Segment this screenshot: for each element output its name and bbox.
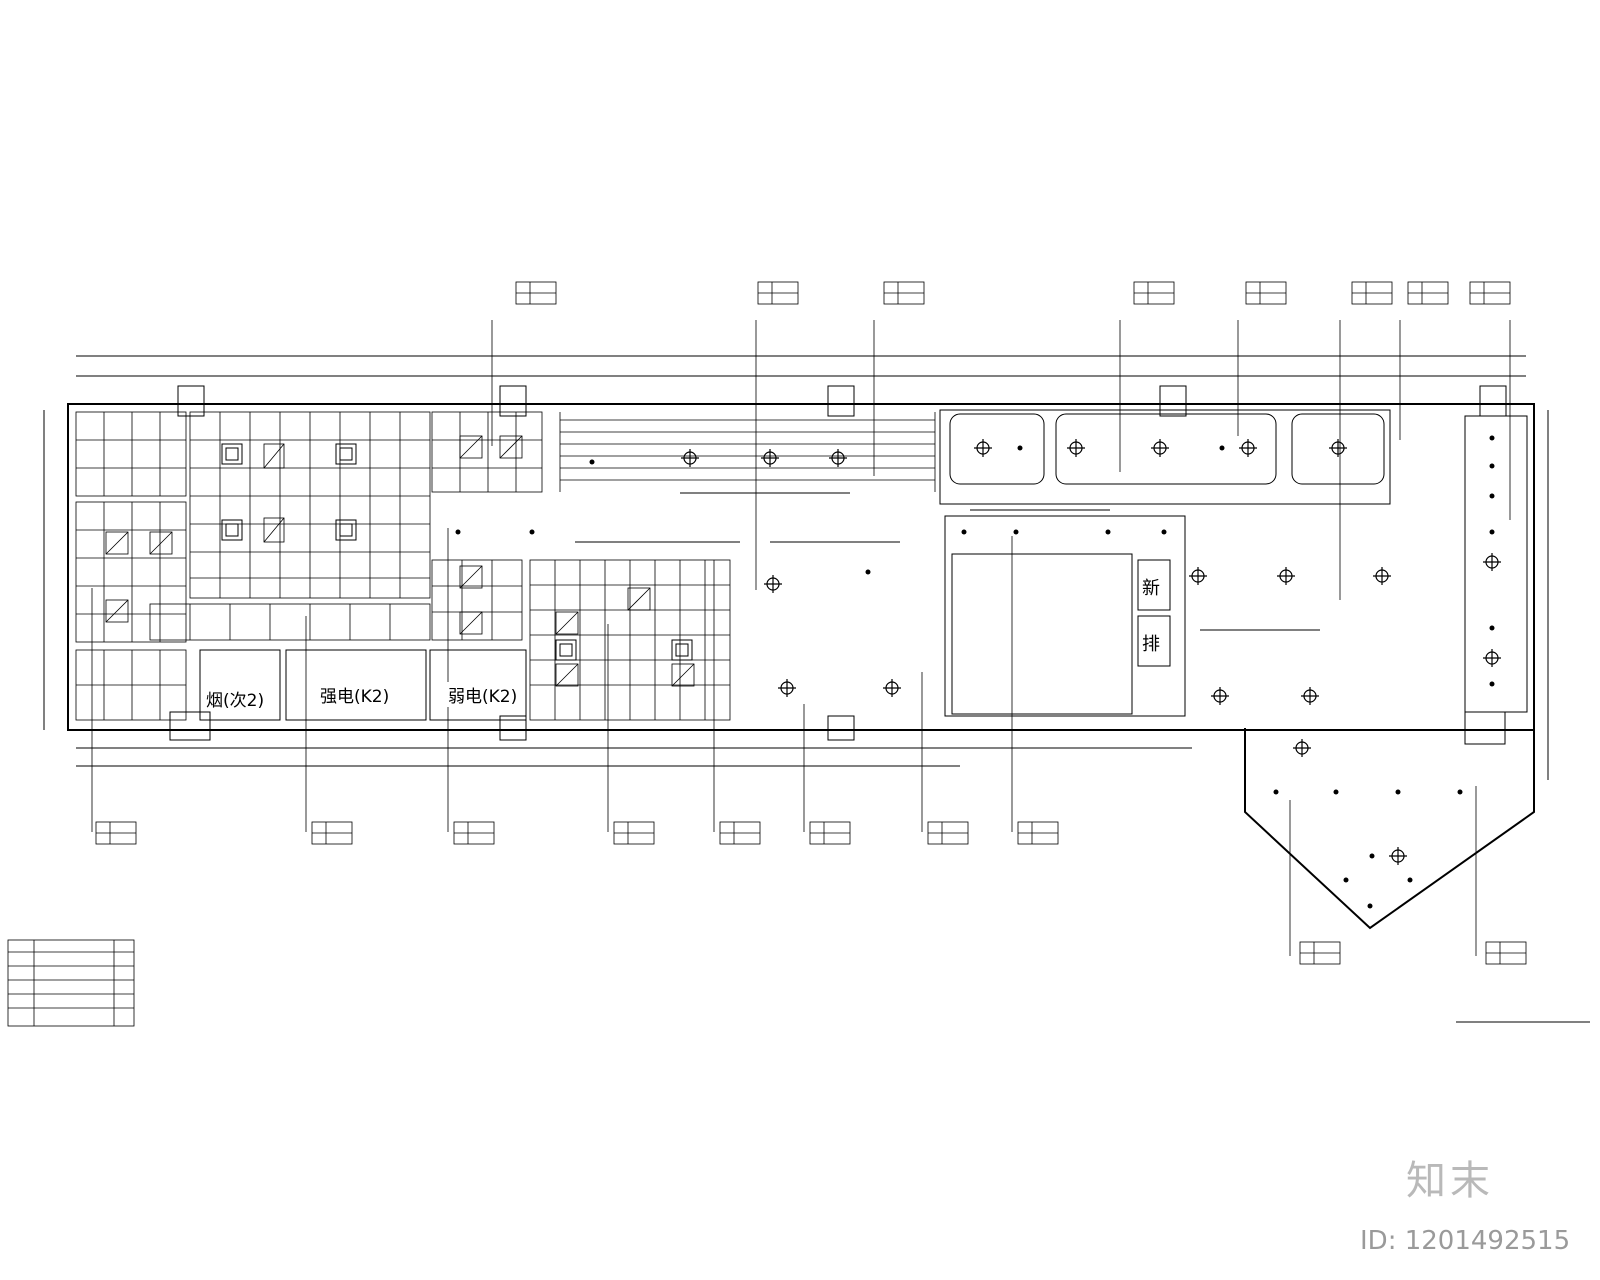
brand-watermark: 知末 <box>1406 1158 1494 1204</box>
column <box>827 715 855 741</box>
booth <box>1055 413 1277 485</box>
room-label-weak-power: 弱电(K2) <box>446 682 520 707</box>
room-label-strong-power: 强电(K2) <box>318 682 392 707</box>
right-corridor <box>1464 415 1528 713</box>
tile-grid-left <box>189 411 431 599</box>
booth-ceiling <box>939 409 1391 505</box>
column <box>1464 711 1506 745</box>
linear-slat-ceiling <box>559 412 936 492</box>
tile-grid-center <box>529 559 731 721</box>
spot-lights <box>455 435 1495 909</box>
booth <box>1291 413 1385 485</box>
bay-outline <box>1244 728 1535 930</box>
building-outline <box>67 403 1535 731</box>
shaft-panel <box>1137 559 1171 611</box>
image-id: ID: 1201492515 <box>1360 1226 1571 1256</box>
column <box>177 385 205 417</box>
shaft-panel <box>1137 615 1171 667</box>
elevation-tags-bottom <box>95 821 1527 965</box>
booth <box>949 413 1045 485</box>
column <box>499 385 527 417</box>
exhaust-label: 排 <box>1142 630 1160 656</box>
air-diffusers <box>221 443 693 661</box>
legend-table <box>7 939 135 1027</box>
leader-lines-top <box>491 320 1511 600</box>
utility-rooms <box>199 649 527 721</box>
tile-grid-left-2 <box>75 411 187 721</box>
column <box>1159 385 1187 417</box>
column <box>1479 385 1507 417</box>
downlights <box>681 439 1501 865</box>
hatched-light-panels <box>105 435 695 687</box>
central-room <box>951 553 1133 715</box>
room-label-smoke-shaft: 烟(次2) <box>204 686 267 711</box>
column <box>169 711 211 741</box>
tile-grid-strip <box>149 411 543 641</box>
central-room-frame <box>944 515 1186 717</box>
column <box>827 385 855 417</box>
leader-lines-bottom <box>91 528 1477 956</box>
elevation-tags-top <box>515 281 1511 305</box>
column <box>499 715 527 741</box>
fresh-air-label: 新 <box>1142 574 1160 600</box>
